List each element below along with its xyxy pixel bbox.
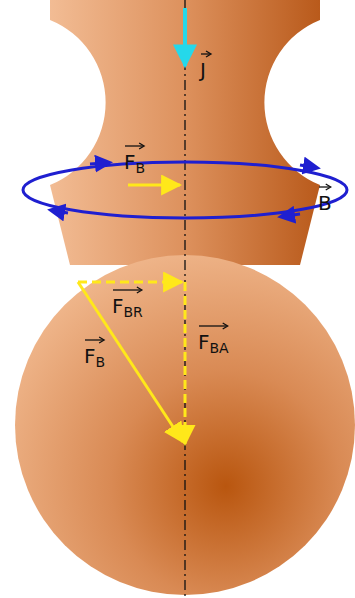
axial-component — [184, 282, 187, 444]
field-arrow — [90, 163, 104, 164]
vector-arrow-mark — [198, 322, 229, 332]
field-arrow — [56, 211, 68, 213]
vector-arrow-mark — [84, 336, 105, 346]
field-loop-back — [23, 162, 347, 190]
symmetry-axis — [184, 0, 185, 598]
vector-label: FB — [124, 142, 145, 176]
vector-label: J — [200, 50, 206, 81]
field-loop-front — [23, 190, 347, 218]
vector-label: B — [318, 183, 332, 214]
vector-arrow-mark — [318, 183, 332, 193]
field-arrow — [286, 214, 300, 216]
vector-label: FBA — [198, 322, 229, 356]
current-arrow — [183, 8, 187, 66]
field-arrow — [300, 165, 312, 167]
vector-label: FB — [84, 336, 105, 370]
vector-arrow-mark — [200, 50, 212, 60]
vector-arrow-mark — [124, 142, 145, 152]
vector-label: FBR — [112, 286, 143, 320]
vector-arrow-mark — [112, 286, 143, 296]
force-arrow — [78, 282, 183, 442]
radial-component — [78, 281, 182, 284]
force-arrow — [128, 184, 180, 187]
